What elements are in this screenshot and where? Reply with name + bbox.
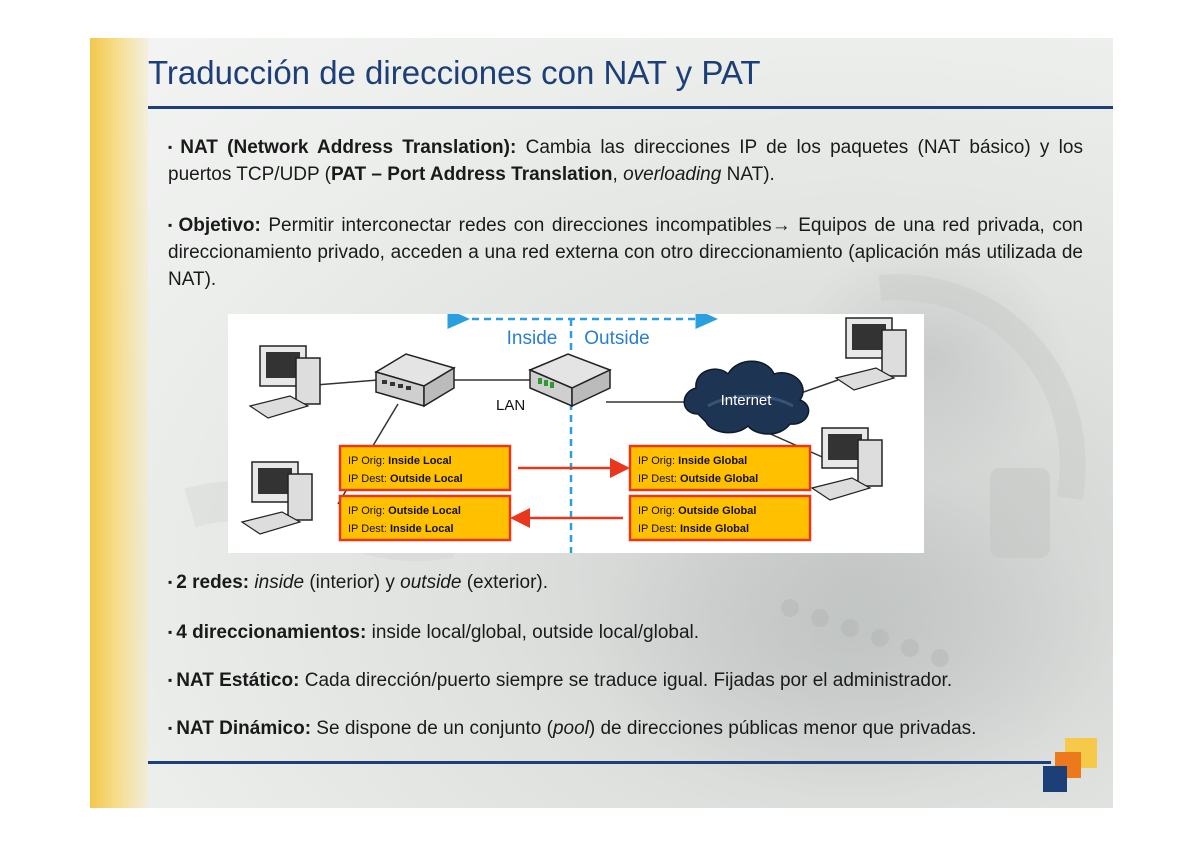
- pool-term: pool: [552, 718, 589, 739]
- slide-title: Traducción de direcciones con NAT y PAT: [148, 54, 761, 91]
- nat-term: NAT (Network Address Translation):: [180, 137, 517, 158]
- nat-end: NAT).: [721, 164, 775, 185]
- outside-term: outside: [400, 572, 462, 593]
- direccionamientos-term: 4 direccionamientos:: [176, 622, 367, 643]
- address-box-inside-outbound: IP Orig: Inside Local IP Dest: Outside L…: [338, 444, 512, 492]
- bullet-nat-dinamico: ▪NAT Dinámico: Se dispone de un conjunto…: [168, 715, 976, 742]
- address-box-inside-inbound: IP Orig: Outside Local IP Dest: Inside L…: [338, 494, 512, 542]
- footer-divider: [148, 761, 1051, 764]
- bullet-dot: ▪: [168, 673, 173, 687]
- svg-text:IP Dest: Outside Local: IP Dest: Outside Local: [348, 473, 463, 485]
- outside-label: Outside: [584, 328, 649, 349]
- link-internet-pc-top: [797, 379, 839, 395]
- computer-icon: [834, 317, 907, 391]
- bullet-4-direccionamientos: ▪4 direccionamientos: inside local/globa…: [168, 619, 699, 646]
- inside-label: Inside: [507, 328, 558, 349]
- right-arrow-icon: →: [771, 215, 791, 236]
- computer-icon: [240, 461, 313, 535]
- address-box-outside-outbound: IP Orig: Inside Global IP Dest: Outside …: [628, 444, 812, 492]
- bullet-2-redes: ▪2 redes: inside (interior) y outside (e…: [168, 569, 548, 596]
- objetivo-desc-2: Equipos de una red privada, con direccio…: [168, 215, 1083, 290]
- bullet-nat-estatico: ▪NAT Estático: Cada dirección/puerto sie…: [168, 667, 952, 694]
- computer-icon: [248, 345, 321, 419]
- gold-side-bar: [90, 38, 148, 808]
- direccionamientos-desc: inside local/global, outside local/globa…: [366, 622, 700, 643]
- title-divider: [148, 106, 1113, 109]
- objetivo-term: Objetivo:: [178, 215, 261, 236]
- bullet-dot: ▪: [168, 625, 173, 639]
- paragraph-nat: ▪NAT (Network Address Translation): Camb…: [168, 134, 1083, 188]
- nat-desc: Cambia las direcciones IP de los paquete…: [168, 137, 1083, 185]
- svg-text:IP Orig: Inside Local: IP Orig: Inside Local: [348, 455, 452, 467]
- pat-term: PAT – Port Address Translation: [330, 164, 613, 185]
- redes-term: 2 redes:: [176, 572, 250, 593]
- svg-text:IP Orig: Inside Global: IP Orig: Inside Global: [638, 455, 747, 467]
- nat-estatico-term: NAT Estático:: [176, 670, 300, 691]
- router-icon: [528, 353, 612, 408]
- svg-text:IP Dest: Outside Global: IP Dest: Outside Global: [638, 473, 758, 485]
- nat-dinamico-desc-1: Se dispone de un conjunto (: [311, 718, 553, 739]
- corner-logo-icon: [1043, 738, 1097, 792]
- switch-icon: [374, 353, 456, 408]
- nat-network-diagram: Inside Outside: [228, 309, 924, 553]
- bullet-dot: ▪: [168, 140, 177, 154]
- svg-text:IP Orig: Outside Local: IP Orig: Outside Local: [348, 505, 461, 517]
- cloud-icon: [683, 360, 810, 435]
- nat-dinamico-desc-2: ) de direcciones públicas menor que priv…: [588, 718, 977, 739]
- paragraph-objetivo: ▪Objetivo: Permitir interconectar redes …: [168, 212, 1083, 293]
- inside-term: inside: [254, 572, 305, 593]
- nat-estatico-desc: Cada dirección/puerto siempre se traduce…: [299, 670, 953, 691]
- slide: Traducción de direcciones con NAT y PAT …: [90, 38, 1113, 808]
- bullet-dot: ▪: [168, 575, 173, 589]
- address-box-outside-inbound: IP Orig: Outside Global IP Dest: Inside …: [628, 494, 812, 542]
- redes-end: (exterior).: [461, 572, 549, 593]
- internet-label: Internet: [721, 392, 773, 409]
- bullet-dot: ▪: [168, 218, 175, 232]
- redes-desc: (interior) y: [304, 572, 401, 593]
- bullet-dot: ▪: [168, 721, 173, 735]
- svg-text:IP Dest: Inside Global: IP Dest: Inside Global: [638, 523, 749, 535]
- svg-text:IP Dest: Inside Local: IP Dest: Inside Local: [348, 523, 454, 535]
- nat-dinamico-term: NAT Dinámico:: [176, 718, 312, 739]
- lan-label: LAN: [496, 397, 525, 414]
- computer-icon: [810, 427, 883, 501]
- svg-text:IP Orig: Outside Global: IP Orig: Outside Global: [638, 505, 756, 517]
- overloading-term: overloading: [623, 164, 722, 185]
- objetivo-desc-1: Permitir interconectar redes con direcci…: [260, 215, 772, 236]
- nat-sep: ,: [612, 164, 624, 185]
